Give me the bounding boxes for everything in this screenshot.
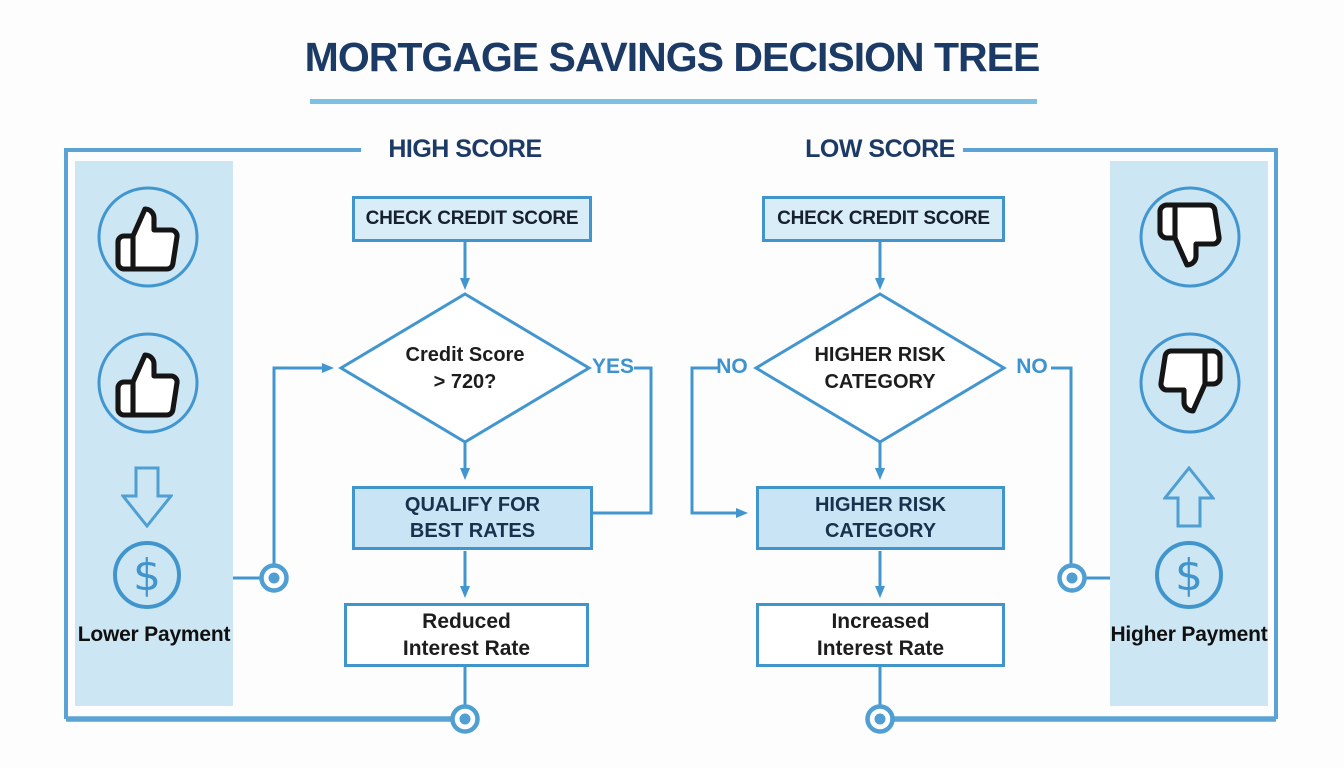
decision-diamond-low xyxy=(753,292,1007,444)
check-credit-score-box-low: CHECK CREDIT SCORE xyxy=(762,196,1005,242)
no-right-route xyxy=(1051,366,1073,564)
decision-line: > 720? xyxy=(433,371,497,393)
yes-label: YES xyxy=(591,355,635,378)
box-label: Interest Rate xyxy=(816,637,945,660)
page-title: MORTGAGE SAVINGS DECISION TREE xyxy=(304,34,1041,80)
thumbs-down-icon xyxy=(1139,186,1241,288)
no-left-route xyxy=(690,366,748,518)
node-dot-icon xyxy=(1057,563,1087,593)
decision-line: HIGHER RISK xyxy=(814,344,946,366)
box-label: CHECK CREDIT SCORE xyxy=(777,208,990,229)
yes-route xyxy=(592,366,653,515)
node-dot-icon xyxy=(450,704,480,734)
decision-diamonds xyxy=(338,292,1007,444)
decision-text-low: HIGHER RISK CATEGORY xyxy=(785,342,975,396)
higher-risk-category-box: HIGHER RISK CATEGORY xyxy=(756,486,1005,550)
no-label-left: NO xyxy=(716,355,748,378)
box-label: HIGHER RISK xyxy=(814,494,947,516)
box-label: BEST RATES xyxy=(409,520,536,542)
flow-arrows xyxy=(460,242,885,705)
thumbs-up-icon xyxy=(97,186,199,288)
node-dot-icon xyxy=(259,563,289,593)
connector-node-icons xyxy=(259,563,1087,734)
box-label: QUALIFY FOR xyxy=(404,494,541,516)
check-credit-score-box-high: CHECK CREDIT SCORE xyxy=(352,196,592,242)
junction-to-diamond-route xyxy=(272,363,334,564)
box-label: CHECK CREDIT SCORE xyxy=(365,208,579,229)
dollar-circle-icon: $ xyxy=(1155,541,1223,609)
dollar-circle-icon: $ xyxy=(113,541,181,609)
decision-line: CATEGORY xyxy=(824,371,936,393)
dollar-glyph: $ xyxy=(133,549,161,601)
frame-border xyxy=(64,148,1278,719)
dollar-glyph: $ xyxy=(1175,549,1203,601)
box-label: Reduced xyxy=(422,610,511,633)
node-dot-icon xyxy=(865,704,895,734)
box-label: Increased xyxy=(831,610,930,633)
column-header-low-score: LOW SCORE xyxy=(805,135,955,163)
box-label: Interest Rate xyxy=(402,637,531,660)
increased-interest-rate-box: Increased Interest Rate xyxy=(756,603,1005,667)
decision-text-high: Credit Score > 720? xyxy=(370,342,560,396)
arrow-down-icon xyxy=(121,466,173,528)
no-label-right: NO xyxy=(1016,355,1048,378)
decision-diamond-high xyxy=(338,292,592,444)
qualify-best-rates-box: QUALIFY FOR BEST RATES xyxy=(352,486,593,550)
column-header-high-score: HIGH SCORE xyxy=(388,135,542,163)
thumbs-up-icon xyxy=(97,332,199,434)
title-underline xyxy=(310,99,1037,104)
thumbs-down-mirrored-icon xyxy=(1139,332,1241,434)
lower-payment-caption: Lower Payment xyxy=(77,623,231,646)
higher-payment-caption: Higher Payment xyxy=(1110,623,1268,646)
decision-line: Credit Score xyxy=(405,344,525,366)
box-label: CATEGORY xyxy=(824,520,937,542)
arrow-up-icon xyxy=(1163,466,1215,528)
reduced-interest-rate-box: Reduced Interest Rate xyxy=(344,603,589,667)
